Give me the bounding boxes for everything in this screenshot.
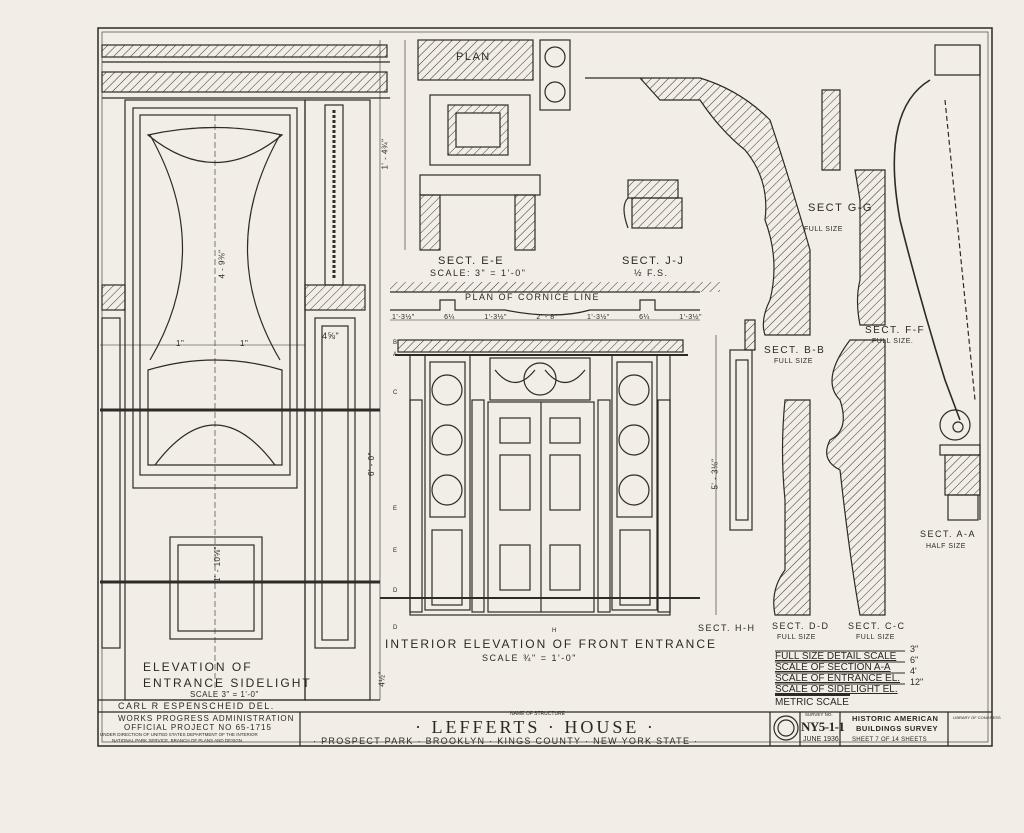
sect-bb-label: SECT. B-B: [764, 345, 826, 356]
cornice-dim: 1'-3½": [392, 314, 415, 321]
section-ff: [854, 169, 886, 326]
agency-line-4: NATIONAL PARK SERVICE, BRANCH OF PLANS A…: [112, 738, 243, 743]
dim-label: 4½": [377, 671, 387, 687]
cornice-dim: 1'-3½": [679, 314, 702, 321]
sect-dd-scale: FULL SIZE: [777, 634, 816, 641]
dim-label: 5' - 3⅛": [710, 458, 720, 490]
sect-hh-label: SECT. H-H: [698, 623, 756, 633]
graphic-scales: [775, 650, 905, 696]
location: · PROSPECT PARK · BROOKLYN · KINGS COUNT…: [313, 736, 699, 746]
section-hh: [715, 319, 756, 615]
sect-aa-label: SECT. A-A: [920, 529, 977, 539]
marker: H: [552, 628, 557, 634]
section-jj: [623, 179, 683, 229]
survey-date: JUNE 1936: [803, 736, 839, 743]
sidelight-title-line1: ELEVATION OF: [143, 660, 253, 674]
section-cc: [826, 339, 886, 616]
interior-elevation-scale: SCALE ¾" = 1'-0": [482, 653, 577, 663]
cornice-plan-label: PLAN OF CORNICE LINE: [465, 292, 601, 302]
sheet-number: SHEET 7 OF 14 SHEETS: [852, 737, 927, 743]
habs-line-2: BUILDINGS SURVEY: [856, 724, 939, 733]
scale-end: 12": [910, 677, 924, 687]
section-dd: [773, 399, 811, 616]
cornice-dim: 1'-3½": [587, 314, 610, 321]
sect-jj-label: SECT. J-J: [622, 255, 685, 267]
sect-cc-scale: FULL SIZE: [856, 634, 895, 641]
scale-label: SCALE OF SIDELIGHT EL.: [775, 684, 898, 695]
marker: D: [393, 588, 398, 594]
scale-sidelight: SCALE OF SIDELIGHT EL.: [775, 685, 898, 695]
dim-label: 4 - 9⅜": [217, 249, 227, 279]
scale-metric: METRIC SCALE: [775, 698, 849, 708]
cornice-dim: 2' - 8": [536, 314, 558, 321]
sect-ff-label: SECT. F-F: [865, 325, 926, 336]
cornice-dimensions: 1'-3½" 6¼ 1'-3½" 2' - 8" 1'-3½" 6¼ 1'-3½…: [392, 314, 702, 321]
dim-label: 1": [176, 339, 185, 348]
sect-gg-label: SECT G-G: [808, 202, 873, 214]
sect-cc-label: SECT. C-C: [848, 621, 906, 631]
lc-note: LIBRARY OF CONGRESS: [953, 715, 1001, 720]
scale-entrance: SCALE OF ENTRANCE EL.: [775, 674, 900, 684]
marker: E: [393, 548, 398, 554]
sect-ee-scale: SCALE: 3" = 1'-0": [430, 268, 527, 278]
agency-line-1: WORKS PROGRESS ADMINISTRATION: [118, 714, 295, 723]
sect-gg-scale: FULL SIZE: [804, 226, 843, 233]
survey-number: NY5-1-1: [801, 719, 845, 734]
habs-line-1: HISTORIC AMERICAN: [852, 714, 939, 723]
interior-elevation: [380, 339, 700, 616]
scale-end: 6": [910, 655, 919, 665]
dim-label: 1' - 4¾": [380, 138, 390, 170]
marker: E: [393, 506, 398, 512]
section-ee-plan: [404, 39, 571, 251]
section-gg: [821, 89, 841, 171]
dim-label: 4⅝": [322, 331, 340, 341]
structure-label: NAME OF STRUCTURE: [510, 711, 565, 717]
marker: B: [393, 340, 398, 346]
section-aa: [893, 44, 981, 521]
scale-end: 4': [910, 666, 917, 676]
scale-section-aa: SCALE OF SECTION A-A: [775, 663, 891, 673]
plan-label: PLAN: [456, 51, 491, 63]
section-bb: [585, 77, 811, 336]
dim-label: 6' - 0": [366, 452, 376, 476]
sect-bb-scale: FULL SIZE: [774, 358, 813, 365]
sheet-border: [97, 27, 993, 747]
cornice-dim: 6¼: [639, 314, 650, 321]
marker: A: [393, 352, 398, 358]
sidelight-title-line2: ENTRANCE SIDELIGHT: [143, 676, 312, 690]
scale-label: METRIC SCALE: [775, 697, 849, 708]
dim-label: 1' - 10⅝": [213, 546, 222, 582]
sect-ee-label: SECT. E-E: [438, 255, 505, 267]
sidelight-elevation: [100, 40, 390, 701]
marker: D: [393, 625, 398, 631]
cornice-dim: 6¼: [444, 314, 455, 321]
cornice-dim: 1'-3½": [484, 314, 507, 321]
survey-label: SURVEY NO.: [805, 712, 833, 717]
scale-full-size: FULL SIZE DETAIL SCALE: [775, 652, 896, 662]
structure-name: · LEFFERTS · HOUSE ·: [415, 717, 656, 737]
sect-jj-scale: ½ F.S.: [634, 268, 669, 278]
sect-dd-label: SECT. D-D: [772, 621, 830, 631]
interior-elevation-title: INTERIOR ELEVATION OF FRONT ENTRANCE: [385, 637, 718, 651]
dim-label: 1": [240, 339, 249, 348]
scale-label: SCALE OF SECTION A-A: [775, 662, 891, 673]
agency-line-2: OFFICIAL PROJECT NO 65-1715: [124, 723, 272, 732]
sect-aa-scale: HALF SIZE: [926, 543, 966, 550]
scale-label: FULL SIZE DETAIL SCALE: [775, 651, 897, 662]
agency-line-3: UNDER DIRECTION OF UNITED STATES DEPARTM…: [100, 732, 258, 737]
scale-label: SCALE OF ENTRANCE EL.: [775, 673, 901, 684]
delineator: CARL R ESPENSCHEID DEL.: [118, 701, 275, 711]
sidelight-scale: SCALE 3" = 1'-0": [190, 690, 259, 699]
sect-ff-scale: FULL SIZE.: [872, 338, 914, 345]
scale-end: 3": [910, 644, 919, 654]
marker: C: [393, 390, 398, 396]
